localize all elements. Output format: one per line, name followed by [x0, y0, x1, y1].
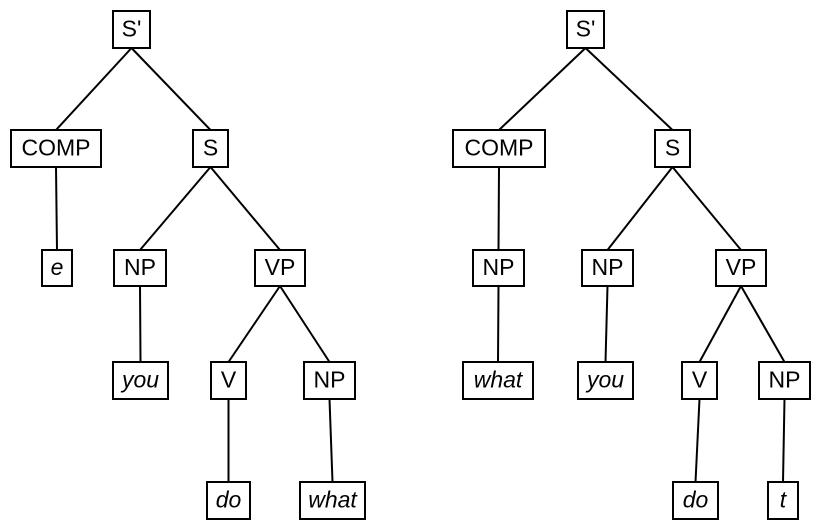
tree-edge [698, 285, 742, 363]
node-box [452, 129, 546, 168]
tree-edge [498, 47, 587, 131]
node-box [577, 361, 634, 400]
node-box [192, 129, 229, 168]
tree-edge [604, 285, 609, 363]
tree-edge [671, 166, 742, 251]
tree-node-comp: COMP [10, 129, 102, 168]
node-label: COMP [465, 135, 534, 161]
edges-layer [55, 47, 786, 483]
node-label: V [692, 367, 708, 393]
node-label: S' [576, 16, 596, 42]
tree-node-what: what [299, 481, 366, 520]
node-box [654, 129, 691, 168]
tree-node-do: do [206, 481, 251, 520]
node-box [715, 249, 767, 287]
node-label: S [203, 135, 218, 161]
node-box [472, 249, 525, 287]
tree-node-e: e [41, 249, 73, 287]
tree-edge [55, 166, 58, 251]
tree-node-vp: VP [254, 249, 306, 287]
node-label: what [308, 487, 358, 513]
tree-node-what: what [462, 361, 534, 400]
tree-node-vp: VP [715, 249, 767, 287]
tree-node-np: NP [113, 249, 167, 287]
node-box [41, 249, 73, 287]
node-box [462, 361, 534, 400]
node-box [112, 10, 151, 49]
node-box [767, 481, 799, 520]
tree-node-sbar: S' [112, 10, 151, 49]
node-label: S [665, 135, 680, 161]
tree-edge [279, 285, 331, 363]
tree-node-np: NP [472, 249, 525, 287]
node-box [581, 249, 634, 287]
node-label: NP [769, 367, 801, 393]
tree-edge [55, 47, 133, 131]
tree-node-you: you [577, 361, 634, 400]
node-box [566, 10, 605, 49]
node-label: you [585, 367, 624, 393]
node-box [303, 361, 356, 400]
node-box [254, 249, 306, 287]
node-box [112, 361, 169, 400]
node-label: NP [124, 254, 156, 280]
node-box [10, 129, 102, 168]
node-label: you [120, 367, 159, 393]
tree-node-comp: COMP [452, 129, 546, 168]
node-label: do [683, 487, 709, 513]
node-box [672, 481, 719, 520]
node-label: V [221, 367, 237, 393]
node-box [210, 361, 247, 400]
node-box [206, 481, 251, 520]
tree-edge [139, 166, 212, 251]
node-label: NP [592, 254, 624, 280]
tree-node-np: NP [303, 361, 356, 400]
tree-node-v: V [681, 361, 718, 400]
tree-edge [740, 285, 786, 363]
node-label: NP [314, 367, 346, 393]
tree-edge [139, 285, 142, 363]
tree-edge [782, 398, 786, 483]
tree-edge [584, 47, 674, 131]
tree-edge [227, 285, 281, 363]
node-label: VP [726, 254, 757, 280]
node-label: VP [265, 254, 296, 280]
tree-node-v: V [210, 361, 247, 400]
node-label: do [216, 487, 242, 513]
tree-node-sbar: S' [566, 10, 605, 49]
tree-edge [130, 47, 212, 131]
tree-node-do: do [672, 481, 719, 520]
tree-node-np: NP [581, 249, 634, 287]
tree-edge [497, 166, 500, 251]
tree-edge [694, 398, 701, 483]
node-box [758, 361, 811, 400]
tree-edges-surface-structure-tree [497, 47, 786, 483]
tree-edge [497, 285, 500, 363]
node-label: S' [122, 16, 142, 42]
tree-nodes-surface-structure-tree: S' COMP S NP NP VP what you V NP do t [452, 10, 811, 520]
tree-node-t: t [767, 481, 799, 520]
tree-edge [209, 166, 281, 251]
tree-edge [606, 166, 674, 251]
node-label: what [474, 367, 524, 393]
node-label: e [51, 254, 64, 280]
node-label: t [780, 487, 788, 513]
tree-edges-deep-structure-tree [55, 47, 334, 483]
tree-node-s: S [654, 129, 691, 168]
node-box [299, 481, 366, 520]
node-label: NP [483, 254, 515, 280]
node-label: COMP [22, 135, 91, 161]
tree-node-s: S [192, 129, 229, 168]
tree-edge [328, 398, 334, 483]
tree-node-np: NP [758, 361, 811, 400]
node-box [681, 361, 718, 400]
node-box [113, 249, 167, 287]
tree-node-you: you [112, 361, 169, 400]
